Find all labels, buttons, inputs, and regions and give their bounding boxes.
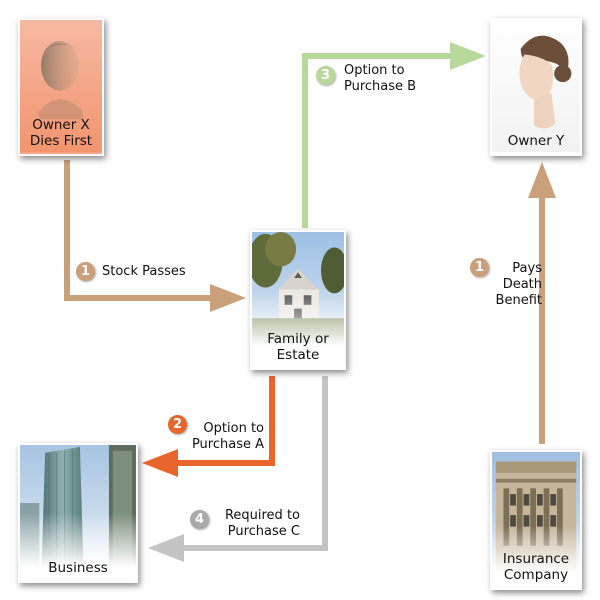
business-card: Business (18, 443, 138, 583)
family-estate-line2: Estate (276, 347, 320, 363)
step-number-badge: 3 (316, 66, 335, 85)
skyscraper-photo-image (20, 445, 136, 581)
step-number-badge: 1 (470, 258, 489, 277)
arrow-option-purchase-b (302, 42, 486, 228)
family-estate-label: Family or Estate (252, 331, 344, 363)
arrow-pays-death-benefit (528, 162, 556, 444)
insurance-line1: Insurance (502, 551, 570, 567)
man-portrait-image (20, 20, 102, 152)
step-pays-line3: Benefit (495, 293, 542, 308)
step-pays-line2: Death (502, 277, 542, 292)
step-required-c-line2: Purchase C (227, 524, 300, 539)
arrow-stock-passes (64, 160, 246, 312)
step-pays-line1: Pays (512, 261, 542, 276)
owner-x-card: Owner X Dies First (18, 18, 104, 156)
owner-x-line2: Dies First (29, 133, 93, 149)
step-number-badge: 4 (190, 510, 209, 529)
step-option-a-line1: Option to (203, 421, 264, 436)
step-option-b-line2: Purchase B (344, 79, 417, 94)
step-option-a-line2: Purchase A (191, 437, 264, 452)
owner-y-card: Owner Y (490, 18, 582, 156)
insurance-company-card: Insurance Company (490, 450, 582, 590)
owner-x-line1: Owner X (32, 117, 90, 133)
woman-portrait-image (492, 20, 580, 152)
owner-y-line1: Owner Y (507, 133, 565, 149)
insurance-company-label: Insurance Company (492, 551, 580, 583)
family-estate-card: Family or Estate (250, 230, 346, 370)
business-label: Business (20, 560, 136, 576)
arrow-option-purchase-a (142, 376, 275, 477)
insurance-line2: Company (503, 567, 569, 583)
step-number-badge: 2 (168, 415, 187, 434)
owner-x-label: Owner X Dies First (20, 117, 102, 149)
step-stock-passes-label: Stock Passes (102, 264, 186, 279)
business-line1: Business (48, 560, 108, 576)
bank-building-photo-image (492, 452, 580, 586)
step-required-c-line1: Required to (224, 508, 300, 523)
house-photo-image (252, 232, 344, 367)
step-option-b-line1: Option to (344, 63, 405, 78)
owner-y-label: Owner Y (492, 133, 580, 149)
family-estate-line1: Family or (267, 331, 329, 347)
arrow-required-purchase-c (148, 376, 328, 562)
step-number-badge: 1 (76, 262, 95, 281)
